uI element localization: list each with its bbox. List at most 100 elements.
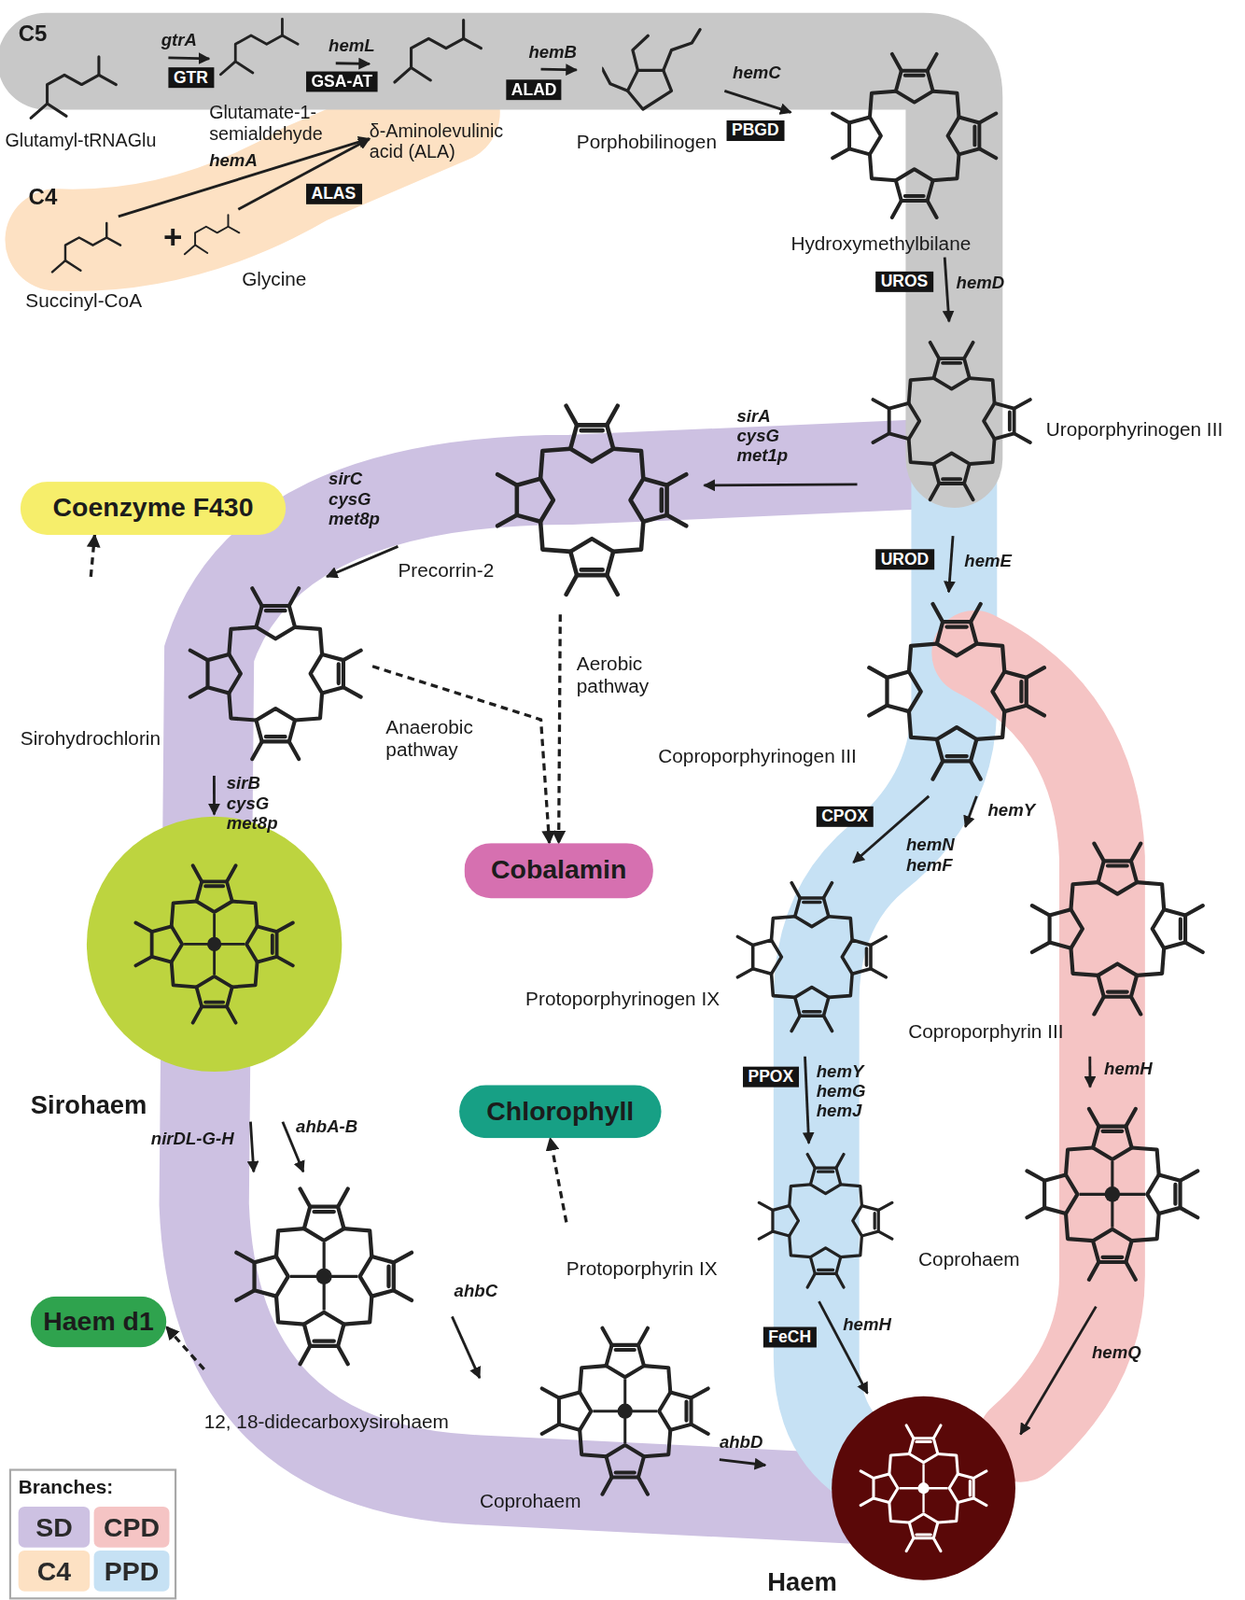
product-name: Coenzyme F430 bbox=[53, 492, 254, 524]
reaction-arrow bbox=[1020, 1306, 1096, 1435]
product-name: Chlorophyll bbox=[486, 1095, 634, 1127]
circle-outline bbox=[25, 814, 347, 1121]
enzyme-box: UROD bbox=[875, 548, 934, 570]
gene-label: hemE bbox=[964, 550, 1012, 571]
gene-label: sirA cysG met1p bbox=[736, 405, 788, 466]
branch-name: C5 bbox=[18, 20, 48, 47]
product-pill: Haem d1 bbox=[30, 1296, 167, 1348]
dashed-arrow bbox=[90, 534, 95, 577]
compound-node: Precorrin-2 bbox=[397, 388, 704, 616]
compound-node: Hydroxymethylbilane bbox=[790, 41, 1021, 258]
product-pill: Chlorophyll bbox=[459, 1084, 662, 1138]
reaction-arrow bbox=[724, 90, 791, 112]
gene-label: hemD bbox=[956, 273, 1006, 294]
compound-name: Sirohaem bbox=[30, 1090, 148, 1120]
reaction-arrow bbox=[703, 483, 857, 488]
reaction-arrow bbox=[167, 55, 210, 60]
product-circle: Haem bbox=[765, 1393, 1021, 1599]
compound-node: Glycine bbox=[178, 209, 311, 294]
compound-name: 12, 18-didecarboxysirohaem bbox=[204, 1410, 449, 1433]
compound-name: δ-Aminolevulinic acid (ALA) bbox=[369, 120, 538, 163]
enzyme-box: CPOX bbox=[816, 806, 874, 827]
product-circle: Sirohaem bbox=[25, 814, 347, 1122]
branch-name: C4 bbox=[28, 183, 58, 210]
reaction-arrow bbox=[944, 257, 950, 322]
haem-structure bbox=[135, 865, 293, 1022]
reaction-arrow bbox=[326, 545, 398, 576]
circle-fill bbox=[86, 816, 342, 1072]
compound-name: Coproporphyrinogen III bbox=[657, 744, 857, 768]
enzyme-box: GTR bbox=[167, 67, 213, 88]
enzyme-box: ALAD bbox=[505, 79, 562, 100]
gene-label: hemH bbox=[842, 1314, 892, 1334]
compound-node: Coprohaem bbox=[479, 1316, 720, 1522]
enzyme-box: PBGD bbox=[727, 120, 784, 141]
compound-name: Glutamate-1-semialdehyde bbox=[209, 101, 332, 144]
gene-label: ahbA-B bbox=[295, 1116, 358, 1136]
enzyme-box: PPOX bbox=[742, 1066, 799, 1088]
dashed-arrow bbox=[372, 666, 549, 843]
gene-label: ahbC bbox=[454, 1280, 498, 1301]
gene-label: hemY bbox=[987, 799, 1036, 820]
compound-name: Porphobilinogen bbox=[576, 130, 717, 154]
compound-node: Protoporphyrin IX bbox=[566, 1143, 904, 1301]
compound-node: Succinyl-CoA bbox=[25, 216, 168, 315]
compound-node: Uroporphyrinogen III bbox=[856, 321, 1240, 536]
reaction-arrow bbox=[949, 535, 953, 592]
reaction-arrow bbox=[250, 1121, 253, 1173]
circle-outline bbox=[765, 1393, 1021, 1598]
product-pill: Coenzyme F430 bbox=[20, 481, 286, 535]
legend-text: C4 bbox=[37, 1554, 71, 1587]
legend-text: PPD bbox=[104, 1554, 159, 1587]
legend-text: SD bbox=[35, 1510, 73, 1543]
reaction-arrow bbox=[212, 775, 216, 815]
compound-node: 12, 18-didecarboxysirohaem bbox=[204, 1171, 453, 1435]
gene-label: sirC cysG met8p bbox=[328, 469, 380, 530]
chemical-structures bbox=[30, 18, 1204, 1494]
gene-label: hemC bbox=[732, 63, 782, 84]
enzyme-box: UROS bbox=[875, 271, 933, 293]
gene-label: hemA bbox=[209, 151, 258, 171]
reaction-arrow bbox=[541, 68, 577, 72]
compound-name: Succinyl-CoA bbox=[25, 290, 142, 313]
gene-label: sirB cysG met8p bbox=[226, 773, 279, 834]
plus-sign: + bbox=[163, 218, 182, 256]
compound-name: Coprohaem bbox=[479, 1489, 582, 1512]
gene-label: nirDL-G-H bbox=[151, 1128, 235, 1148]
legend-frame bbox=[10, 1469, 176, 1599]
legend-swatch: SD bbox=[18, 1506, 91, 1548]
reaction-arrow bbox=[805, 1056, 810, 1144]
circle-fill bbox=[831, 1396, 1016, 1581]
compound-name: Glycine bbox=[241, 268, 307, 292]
legend-text: CPD bbox=[103, 1510, 160, 1543]
compound-node: Protoporphyrinogen IX bbox=[525, 862, 898, 1057]
compound-name: Hydroxymethylbilane bbox=[790, 232, 971, 255]
compound-node: Sirohydrochlorin bbox=[20, 576, 373, 776]
legend-swatch: CPD bbox=[94, 1506, 170, 1548]
legend-swatch: C4 bbox=[18, 1550, 91, 1592]
reaction-arrow bbox=[237, 139, 370, 210]
reaction-arrow bbox=[335, 61, 370, 65]
compound-node: Coproporphyrinogen III bbox=[657, 591, 1056, 797]
product-name: Haem d1 bbox=[42, 1306, 154, 1338]
haem-structure bbox=[860, 1425, 987, 1552]
pathway-note: Aerobic pathway bbox=[576, 653, 679, 699]
enzyme-box: FeCH bbox=[763, 1326, 817, 1347]
gene-label: hemH bbox=[1104, 1059, 1153, 1079]
legend-swatch: PPD bbox=[94, 1550, 170, 1592]
compound-node: Glutamyl-tRNAGlu bbox=[4, 48, 168, 159]
compound-name: Haem bbox=[767, 1566, 837, 1595]
compound-name: Protoporphyrin IX bbox=[566, 1257, 718, 1280]
product-name: Cobalamin bbox=[490, 854, 627, 886]
cpd-band bbox=[974, 653, 1103, 1440]
gene-label: hemL bbox=[328, 35, 376, 56]
compound-name: Precorrin-2 bbox=[397, 559, 494, 582]
c5-band bbox=[45, 61, 954, 460]
enzyme-box: GSA-AT bbox=[306, 71, 378, 93]
gene-label: hemN hemF bbox=[906, 834, 955, 875]
compound-node: Porphobilinogen bbox=[576, 25, 726, 156]
enzyme-box: ALAS bbox=[306, 183, 362, 205]
compound-node: Coprohaem bbox=[918, 1087, 1215, 1307]
